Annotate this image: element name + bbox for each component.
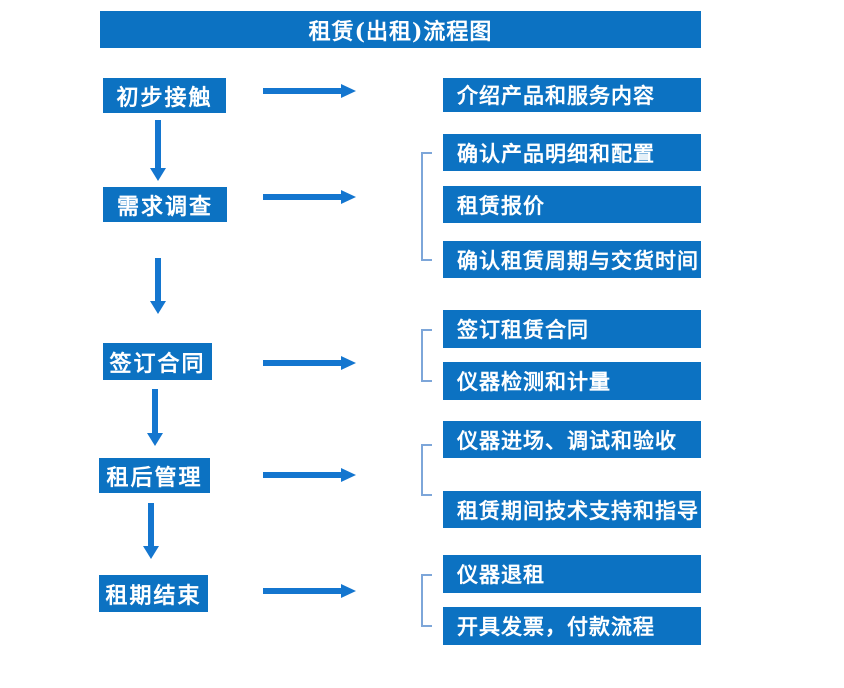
bracket-icon bbox=[421, 329, 432, 382]
right-arrow-icon bbox=[263, 584, 356, 598]
step-label: 需求调查 bbox=[116, 193, 213, 220]
step-label: 租后管理 bbox=[106, 464, 203, 491]
output-box: 签订租赁合同 bbox=[443, 310, 701, 348]
step-box-initial-contact: 初步接触 bbox=[103, 78, 226, 113]
arrow-head bbox=[150, 301, 166, 314]
step-label: 初步接触 bbox=[116, 84, 213, 111]
step-box-post-lease-management: 租后管理 bbox=[99, 458, 210, 493]
down-arrow-icon bbox=[150, 258, 166, 314]
down-arrow-icon bbox=[147, 389, 163, 446]
arrow-shaft bbox=[263, 472, 341, 478]
arrow-head bbox=[150, 168, 166, 181]
output-label: 租赁期间技术支持和指导 bbox=[457, 497, 699, 523]
arrow-shaft bbox=[263, 194, 341, 200]
arrow-head bbox=[341, 468, 356, 482]
output-label: 确认产品明细和配置 bbox=[457, 140, 655, 166]
output-label: 仪器检测和计量 bbox=[457, 369, 611, 394]
arrow-shaft bbox=[263, 360, 341, 366]
output-box: 仪器退租 bbox=[443, 555, 701, 593]
output-label: 确认租赁周期与交货时间 bbox=[457, 247, 699, 273]
arrow-head bbox=[341, 356, 356, 370]
bracket-icon bbox=[421, 152, 432, 261]
output-box: 租赁报价 bbox=[443, 186, 701, 223]
arrow-shaft bbox=[155, 258, 161, 302]
output-box: 确认租赁周期与交货时间 bbox=[443, 241, 701, 278]
down-arrow-icon bbox=[150, 120, 166, 181]
output-label: 介绍产品和服务内容 bbox=[457, 83, 655, 108]
right-arrow-icon bbox=[263, 356, 356, 370]
arrow-shaft bbox=[263, 588, 341, 594]
step-box-contract-signing: 签订合同 bbox=[103, 343, 212, 380]
output-box: 介绍产品和服务内容 bbox=[443, 78, 701, 112]
title-bar: 租赁(出租)流程图 bbox=[100, 11, 701, 48]
page-title: 租赁(出租)流程图 bbox=[308, 18, 493, 45]
output-label: 开具发票，付款流程 bbox=[457, 614, 655, 639]
output-box: 仪器进场、调试和验收 bbox=[443, 421, 701, 458]
output-box: 确认产品明细和配置 bbox=[443, 134, 701, 171]
right-arrow-icon bbox=[263, 190, 356, 204]
arrow-head bbox=[341, 584, 356, 598]
arrow-head bbox=[341, 84, 356, 98]
arrow-head bbox=[147, 433, 163, 446]
arrow-head bbox=[143, 546, 159, 559]
arrow-shaft bbox=[148, 503, 154, 547]
output-label: 签订租赁合同 bbox=[457, 317, 589, 342]
output-box: 租赁期间技术支持和指导 bbox=[443, 491, 701, 528]
step-label: 租期结束 bbox=[105, 582, 202, 609]
arrow-shaft bbox=[152, 389, 158, 434]
arrow-head bbox=[341, 190, 356, 204]
right-arrow-icon bbox=[263, 468, 356, 482]
output-label: 仪器退租 bbox=[457, 562, 545, 587]
right-arrow-icon bbox=[263, 84, 356, 98]
output-label: 租赁报价 bbox=[457, 192, 545, 218]
output-box: 仪器检测和计量 bbox=[443, 362, 701, 400]
step-label: 签订合同 bbox=[109, 350, 206, 377]
arrow-shaft bbox=[155, 120, 161, 169]
bracket-icon bbox=[421, 444, 432, 496]
step-box-lease-end: 租期结束 bbox=[99, 575, 208, 612]
step-box-demand-survey: 需求调查 bbox=[103, 187, 227, 222]
bracket-icon bbox=[421, 574, 432, 627]
output-box: 开具发票，付款流程 bbox=[443, 607, 701, 645]
arrow-shaft bbox=[263, 88, 341, 94]
down-arrow-icon bbox=[143, 503, 159, 559]
output-label: 仪器进场、调试和验收 bbox=[457, 427, 677, 453]
